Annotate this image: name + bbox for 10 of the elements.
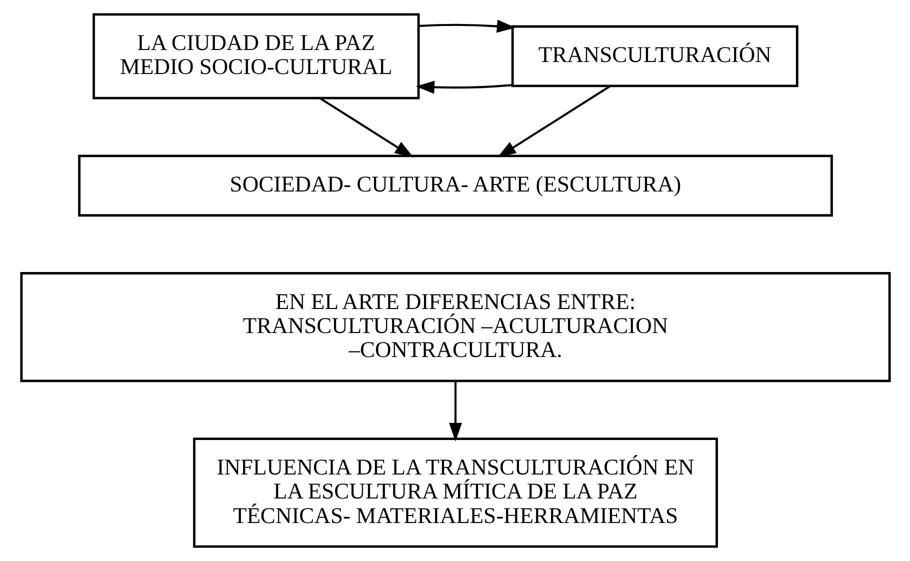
node-box: TRANSCULTURACIÓN [510, 25, 798, 88]
arrow [418, 20, 516, 33]
node-box: INFLUENCIA DE LA TRANSCULTURACIÓN EN LA ESCULTURA MÍTICA DE LA PAZ TÉCNICAS- MATERIALES-HERRAMIENTAS [192, 438, 718, 548]
arrow [496, 85, 610, 158]
node-box: EN EL ARTE DIFERENCIAS ENTRE: TRANSCULTURACIÓN –ACULTURACION –CONTRACULTURA. [20, 272, 890, 382]
arrow [318, 97, 413, 158]
node-box: LA CIUDAD DE LA PAZ MEDIO SOCIO-CULTURAL [92, 13, 420, 100]
arrow [448, 381, 462, 442]
arrow [415, 80, 512, 94]
node-box: SOCIEDAD- CULTURA- ARTE (ESCULTURA) [78, 154, 832, 217]
